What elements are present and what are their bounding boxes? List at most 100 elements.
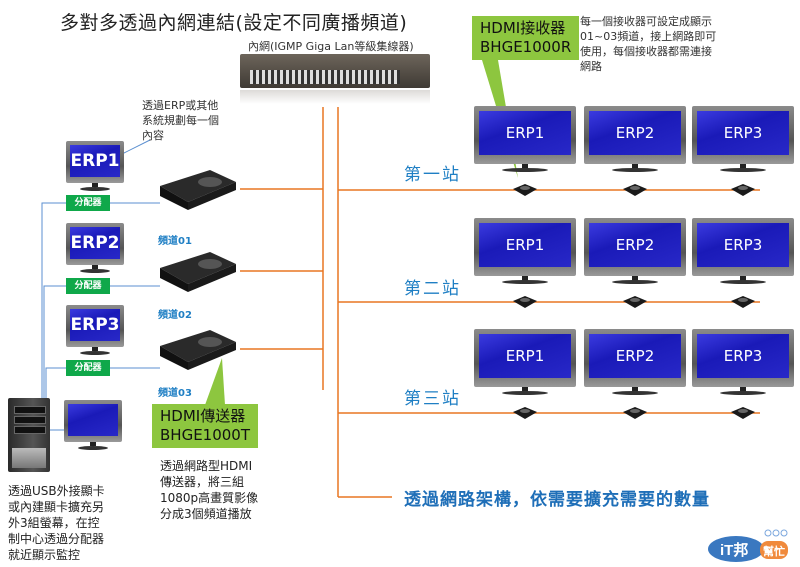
monitor-screen-label: ERP1 (479, 223, 571, 267)
drive-bay (14, 416, 46, 424)
monitor-neck (522, 387, 528, 392)
hdmi-transmitter-1 (160, 170, 236, 210)
monitor-screen-label: ERP2 (589, 111, 681, 155)
pc-note-line: 或內建顯卡擴充另 (8, 500, 105, 514)
hdmi-receiver-2-3 (731, 296, 755, 308)
erp-note-line: 透過ERP或其他 (142, 99, 219, 112)
logo-sub-text: 幫忙 (763, 544, 785, 558)
hdmi-receiver-2-1 (513, 296, 537, 308)
switch-reflection (240, 90, 430, 104)
source-monitor-erp1: ERP1 (66, 141, 124, 193)
switch-ports (250, 70, 400, 84)
network-cables (240, 107, 760, 498)
drive-bay (14, 426, 46, 434)
station-label-2: 第二站 (404, 279, 461, 299)
station-3-display-3: ERP3 (692, 329, 794, 401)
monitor-base (80, 351, 110, 355)
monitor-screen-label: ERP2 (589, 334, 681, 378)
pc-note-line: 制中心透過分配器 (8, 532, 105, 546)
monitor-base (78, 446, 108, 450)
monitor-neck (90, 442, 96, 446)
erp-note-line: 內容 (142, 129, 164, 142)
pc-note-line: 透過USB外接顯卡 (8, 484, 105, 498)
station-3-display-2: ERP2 (584, 329, 686, 401)
monitor-base (612, 168, 658, 172)
erp-note-line: 系統規劃每一個 (142, 114, 219, 127)
monitor-neck (522, 164, 528, 169)
itbang-logo: iT邦 幫忙 (708, 529, 788, 562)
monitor-neck (92, 265, 98, 269)
diagram-title: 多對多透過內網連結(設定不同廣播頻道) (60, 12, 408, 34)
monitor-base (502, 391, 548, 395)
transmitter-note-line: 1080p高畫質影像 (160, 491, 259, 505)
receiver-note-line: 01~03頻道，接上網路即可 (580, 30, 717, 43)
monitor-screen (68, 404, 118, 436)
pc-cable-1 (41, 202, 66, 400)
expansion-summary: 透過網路架構，依需要擴充需要的數量 (404, 490, 710, 510)
transmitter-callout-pointer (205, 358, 225, 405)
transmitter-callout-line2: BHGE1000T (160, 426, 251, 444)
monitor-base (502, 280, 548, 284)
station-2-display-3: ERP3 (692, 218, 794, 290)
source-monitor-erp3: ERP3 (66, 305, 124, 357)
transmitter-callout: HDMI傳送器 BHGE1000T (152, 404, 259, 448)
pc-note-line: 外3組螢幕，在控 (8, 516, 100, 530)
monitor-screen-label: ERP1 (479, 111, 571, 155)
station-2-display-1: ERP1 (474, 218, 576, 290)
monitor-base (80, 269, 110, 273)
monitor-neck (92, 347, 98, 351)
video-cables (41, 139, 160, 431)
monitor-base (80, 187, 110, 191)
hdmi-receiver-3-3 (731, 407, 755, 419)
monitor-neck (740, 164, 746, 169)
hdmi-receiver-3-1 (513, 407, 537, 419)
transmitter-note-line: 傳送器，將三組 (160, 475, 245, 489)
channel-label-03: 頻道03 (158, 388, 192, 399)
monitor-base (502, 168, 548, 172)
splitter-1: 分配器 (66, 195, 110, 211)
monitor-base (612, 280, 658, 284)
monitor-screen-label: ERP3 (697, 111, 789, 155)
hdmi-transmitter-2 (160, 252, 236, 292)
hdmi-receiver-2-2 (623, 296, 647, 308)
pc-note: 透過USB外接顯卡 或內建顯卡擴充另 外3組螢幕，在控 制中心透過分配器 就近顯… (8, 483, 105, 563)
hdmi-receiver-1-2 (623, 184, 647, 196)
erp-note: 透過ERP或其他 系統規劃每一個 內容 (142, 98, 219, 143)
hdmi-receiver-1-1 (513, 184, 537, 196)
monitor-base (612, 391, 658, 395)
station-1-display-2: ERP2 (584, 106, 686, 178)
hdmi-receiver-1-3 (731, 184, 755, 196)
hdmi-transmitter-3 (160, 330, 236, 370)
monitor-screen-label: ERP2 (70, 227, 120, 259)
receiver-note-line: 網路 (580, 60, 602, 73)
transmitter-note-line: 分成3個頻道播放 (160, 507, 252, 521)
monitor-screen-label: ERP3 (697, 223, 789, 267)
drive-bay (14, 406, 46, 414)
monitor-neck (632, 164, 638, 169)
station-1-display-3: ERP3 (692, 106, 794, 178)
monitor-base (720, 168, 766, 172)
monitor-base (720, 280, 766, 284)
monitor-screen-label: ERP3 (697, 334, 789, 378)
station-label-3: 第三站 (404, 389, 461, 409)
monitor-neck (740, 387, 746, 392)
station-1-display-1: ERP1 (474, 106, 576, 178)
pc-front-panel (12, 448, 46, 468)
receiver-callout-line2: BHGE1000R (480, 38, 572, 56)
monitor-base (720, 391, 766, 395)
splitter-3: 分配器 (66, 360, 110, 376)
control-monitor (64, 400, 122, 456)
channel-label-02: 頻道02 (158, 310, 192, 321)
monitor-neck (632, 276, 638, 281)
receiver-note-line: 每一個接收器可設定成顯示 (580, 15, 712, 28)
monitor-screen-label: ERP1 (479, 334, 571, 378)
receiver-note: 每一個接收器可設定成顯示 01~03頻道，接上網路即可 使用，每個接收器都需連接… (580, 14, 716, 74)
station-2-display-2: ERP2 (584, 218, 686, 290)
erp-note-pointer (119, 139, 151, 156)
monitor-screen-label: ERP3 (70, 309, 120, 341)
pc-cable-2 (43, 285, 66, 400)
pc-cable-3 (45, 367, 66, 400)
transmitter-note: 透過網路型HDMI 傳送器，將三組 1080p高畫質影像 分成3個頻道播放 (160, 458, 258, 522)
monitor-neck (740, 276, 746, 281)
station-3-display-1: ERP1 (474, 329, 576, 401)
